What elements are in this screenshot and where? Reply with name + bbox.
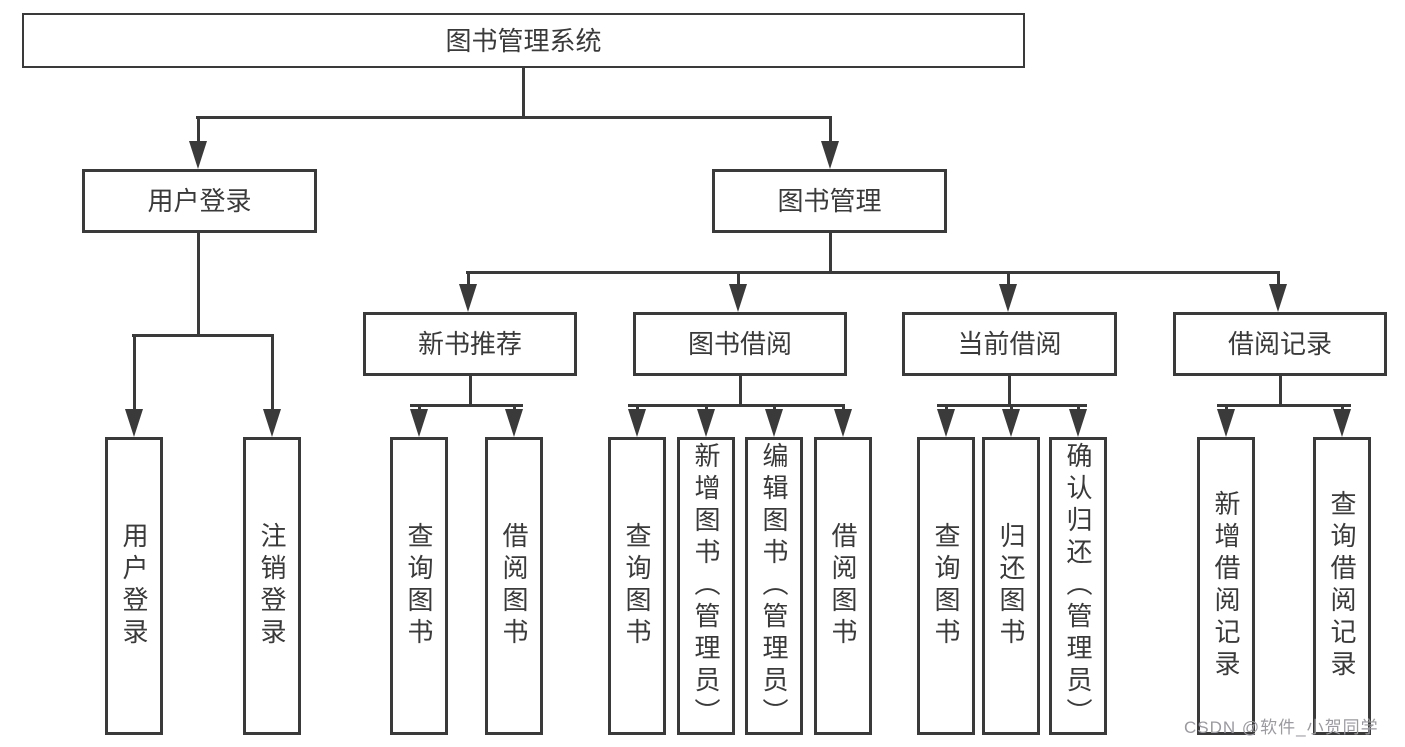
connector-hline	[196, 116, 832, 119]
connector-vline	[773, 404, 776, 412]
connector-vline	[1341, 404, 1344, 412]
connector-vline	[522, 68, 525, 118]
node-book-mgmt: 图书管理	[712, 169, 947, 233]
leaf-query-borrow-record: 查询借阅记录	[1313, 437, 1371, 735]
connector-vline	[737, 272, 740, 288]
leaf-borrow-book-2: 借阅图书	[814, 437, 872, 735]
arrowhead-down-icon	[459, 284, 477, 312]
arrowhead-down-icon	[189, 141, 207, 169]
connector-vline	[705, 404, 708, 412]
leaf-query-book-3: 查询图书	[917, 437, 975, 735]
arrowhead-down-icon	[628, 409, 646, 437]
arrowhead-down-icon	[1217, 409, 1235, 437]
connector-hline	[466, 271, 1280, 274]
arrowhead-down-icon	[505, 409, 523, 437]
connector-vline	[829, 117, 832, 145]
leaf-add-borrow-record: 新增借阅记录	[1197, 437, 1255, 735]
leaf-add-book-admin: 新增图书（管理员）	[677, 437, 735, 735]
connector-vline	[467, 272, 470, 288]
leaf-edit-book-admin: 编辑图书（管理员）	[745, 437, 803, 735]
connector-vline	[829, 232, 832, 274]
node-user-login: 用户登录	[82, 169, 317, 233]
arrowhead-down-icon	[263, 409, 281, 437]
connector-vline	[842, 404, 845, 412]
arrowhead-down-icon	[410, 409, 428, 437]
arrowhead-down-icon	[834, 409, 852, 437]
leaf-borrow-book-1: 借阅图书	[485, 437, 543, 735]
arrowhead-down-icon	[937, 409, 955, 437]
arrowhead-down-icon	[1069, 409, 1087, 437]
connector-vline	[945, 404, 948, 412]
arrowhead-down-icon	[821, 141, 839, 169]
connector-vline	[1010, 404, 1013, 412]
connector-vline	[1277, 272, 1280, 288]
node-new-book-rec: 新书推荐	[363, 312, 577, 376]
connector-vline	[1225, 404, 1228, 412]
connector-vline	[1279, 375, 1282, 406]
connector-hline	[628, 404, 843, 407]
node-book-borrow: 图书借阅	[633, 312, 847, 376]
connector-vline	[197, 117, 200, 145]
connector-vline	[1008, 375, 1011, 406]
arrowhead-down-icon	[765, 409, 783, 437]
connector-vline	[636, 404, 639, 412]
arrowhead-down-icon	[729, 284, 747, 312]
leaf-user-login: 用户登录	[105, 437, 163, 735]
arrowhead-down-icon	[125, 409, 143, 437]
leaf-logout: 注销登录	[243, 437, 301, 735]
arrowhead-down-icon	[1002, 409, 1020, 437]
connector-vline	[739, 375, 742, 406]
connector-vline	[469, 375, 472, 406]
connector-hline	[1217, 404, 1351, 407]
connector-hline	[410, 404, 523, 407]
connector-vline	[271, 335, 274, 413]
connector-vline	[513, 404, 516, 412]
connector-vline	[1007, 272, 1010, 288]
connector-vline	[1077, 404, 1080, 412]
connector-hline	[132, 334, 274, 337]
leaf-query-book-2: 查询图书	[608, 437, 666, 735]
connector-vline	[133, 335, 136, 413]
arrowhead-down-icon	[697, 409, 715, 437]
node-borrow-record: 借阅记录	[1173, 312, 1387, 376]
leaf-return-book: 归还图书	[982, 437, 1040, 735]
connector-vline	[197, 232, 200, 336]
node-current-borrow: 当前借阅	[902, 312, 1117, 376]
node-root: 图书管理系统	[22, 13, 1025, 68]
leaf-query-book-1: 查询图书	[390, 437, 448, 735]
arrowhead-down-icon	[1269, 284, 1287, 312]
leaf-confirm-return-admin: 确认归还（管理员）	[1049, 437, 1107, 735]
connector-vline	[418, 404, 421, 412]
arrowhead-down-icon	[999, 284, 1017, 312]
arrowhead-down-icon	[1333, 409, 1351, 437]
watermark: CSDN @软件_小贺同学	[1184, 718, 1379, 737]
